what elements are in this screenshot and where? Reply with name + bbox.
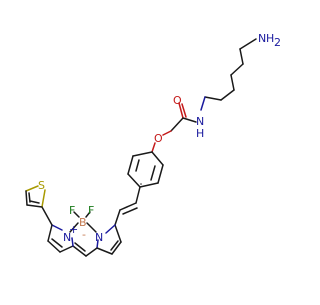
amide-nitrogen-label: N [196, 115, 204, 128]
phenyl-ring [127, 142, 164, 188]
pyrrole-nitrogen-2-label: N [95, 231, 103, 244]
molecule-structure: N H 2 O N H O S N + N B - F F [25, 32, 281, 257]
thiophene-ring [25, 185, 53, 226]
boron-charge-label: - [82, 228, 86, 241]
boron-label: B [79, 216, 87, 229]
bodipy-right-pyrrole [96, 224, 122, 255]
amide-hydrogen-label: H [196, 127, 204, 140]
structure-canvas: N H 2 O N H O S N + N B - F F [25, 32, 281, 257]
amine-hydrogen-label: H [266, 32, 274, 45]
amine-nitrogen-label: N [258, 32, 266, 45]
bodipy-meso-bridge [72, 242, 98, 257]
amine-subscript-label: 2 [274, 36, 281, 49]
thiophene-sulfur-label: S [38, 179, 45, 192]
pyrrole-nitrogen-1-label: N [63, 231, 71, 244]
boron-bridge [69, 211, 97, 233]
bodipy-left-pyrrole [47, 224, 74, 253]
ether-oxygen-label: O [154, 132, 163, 145]
vinyl-linker [114, 186, 141, 226]
atom-labels: N H 2 O N H O S N + N B - F F [38, 32, 281, 244]
pyrrole-nitrogen-1-charge: + [69, 223, 78, 236]
hexylamine-chain [200, 38, 257, 111]
amide-oxygen-label: O [173, 94, 182, 107]
fluorine-2-label: F [88, 204, 94, 217]
fluorine-1-label: F [69, 204, 75, 217]
amide-linker [162, 102, 197, 136]
